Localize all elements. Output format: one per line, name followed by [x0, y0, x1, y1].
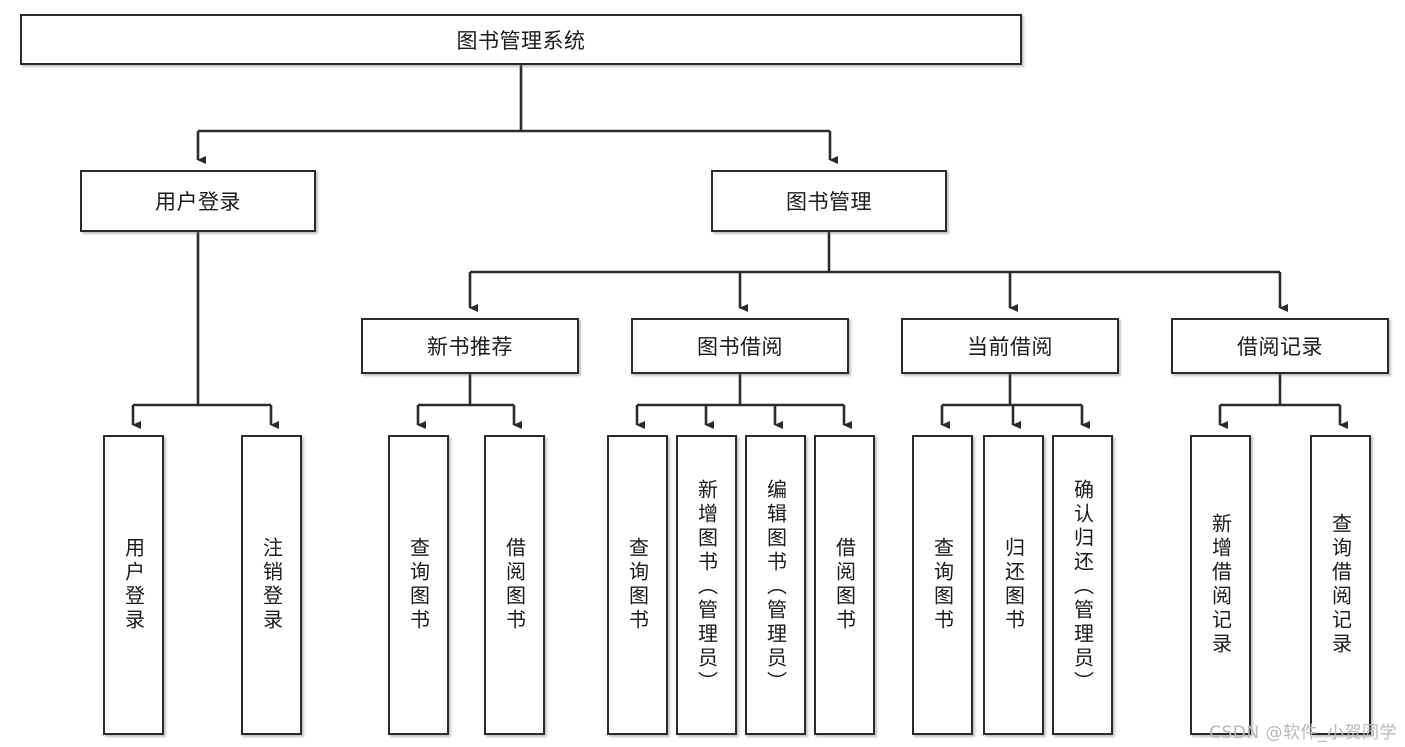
leaf-borrow-book-recommend-label: 借阅图书: [502, 537, 527, 633]
leaf-query-book-borrow-label: 查询图书: [625, 537, 650, 633]
leaf-borrow-book-borrow[interactable]: 借阅图书: [814, 435, 875, 735]
leaf-edit-book-label: 编辑图书（管理员）: [763, 479, 788, 695]
leaf-edit-book[interactable]: 编辑图书（管理员）: [745, 435, 806, 735]
node-root-label: 图书管理系统: [456, 28, 586, 53]
leaf-add-book[interactable]: 新增图书（管理员）: [676, 435, 737, 735]
leaf-user-logout[interactable]: 注销登录: [241, 435, 302, 735]
leaf-add-book-label: 新增图书（管理员）: [694, 479, 719, 695]
leaf-query-book-current-label: 查询图书: [930, 537, 955, 633]
node-user-login[interactable]: 用户登录: [80, 170, 316, 232]
node-new-book-recommend[interactable]: 新书推荐: [361, 318, 579, 374]
leaf-query-borrow-record[interactable]: 查询借阅记录: [1310, 435, 1371, 735]
leaf-query-book-borrow[interactable]: 查询图书: [607, 435, 668, 735]
leaf-user-login[interactable]: 用户登录: [103, 435, 164, 735]
leaf-add-borrow-record-label: 新增借阅记录: [1208, 513, 1233, 657]
leaf-user-login-label: 用户登录: [121, 537, 146, 633]
node-root[interactable]: 图书管理系统: [20, 14, 1022, 65]
leaf-borrow-book-borrow-label: 借阅图书: [832, 537, 857, 633]
node-current-borrow[interactable]: 当前借阅: [901, 318, 1119, 374]
leaf-confirm-return[interactable]: 确认归还（管理员）: [1052, 435, 1113, 735]
node-book-borrow[interactable]: 图书借阅: [631, 318, 849, 374]
node-book-manage[interactable]: 图书管理: [711, 170, 947, 232]
leaf-borrow-book-recommend[interactable]: 借阅图书: [484, 435, 545, 735]
leaf-query-book-recommend[interactable]: 查询图书: [388, 435, 449, 735]
leaf-query-book-current[interactable]: 查询图书: [912, 435, 973, 735]
node-borrow-record-label: 借阅记录: [1237, 335, 1323, 359]
leaf-query-book-recommend-label: 查询图书: [406, 537, 431, 633]
node-new-book-recommend-label: 新书推荐: [427, 335, 513, 359]
node-user-login-label: 用户登录: [155, 190, 241, 214]
leaf-query-borrow-record-label: 查询借阅记录: [1328, 513, 1353, 657]
node-book-borrow-label: 图书借阅: [697, 335, 783, 359]
node-current-borrow-label: 当前借阅: [967, 335, 1053, 359]
leaf-return-book-label: 归还图书: [1001, 537, 1026, 633]
node-book-manage-label: 图书管理: [786, 190, 872, 214]
csdn-watermark: CSDN @软件_小贺同学: [1209, 723, 1397, 743]
node-borrow-record[interactable]: 借阅记录: [1171, 318, 1389, 374]
leaf-add-borrow-record[interactable]: 新增借阅记录: [1190, 435, 1251, 735]
leaf-user-logout-label: 注销登录: [259, 537, 284, 633]
leaf-return-book[interactable]: 归还图书: [983, 435, 1044, 735]
leaf-confirm-return-label: 确认归还（管理员）: [1070, 479, 1095, 695]
